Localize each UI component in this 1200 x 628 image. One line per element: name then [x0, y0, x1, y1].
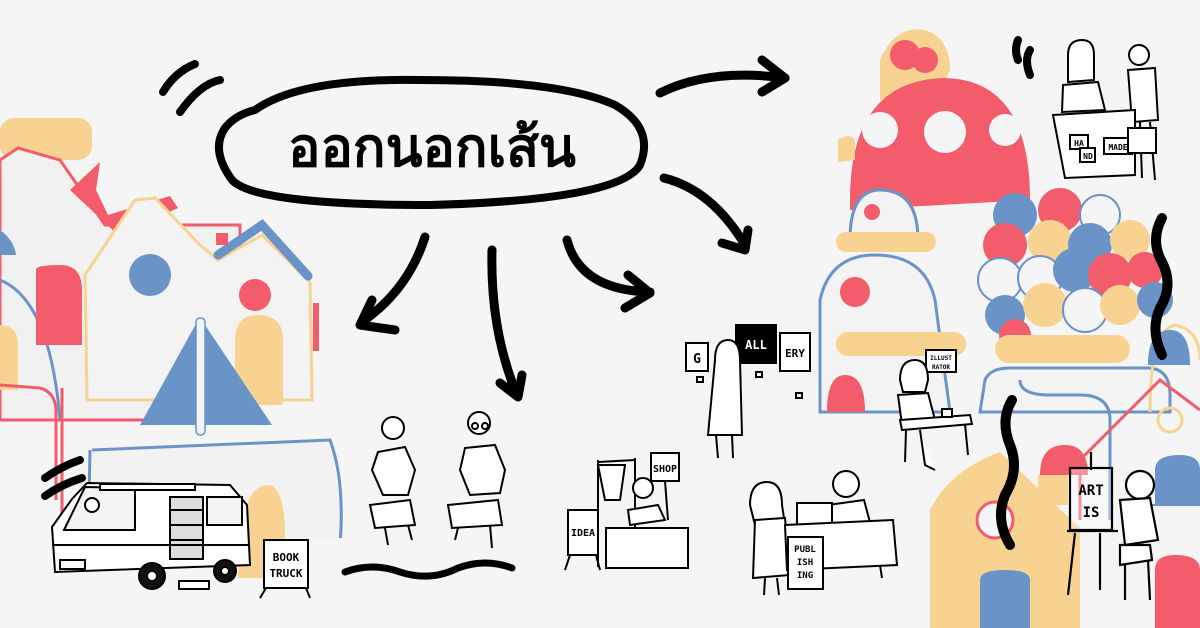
arrow-down	[487, 245, 522, 400]
shop-sign: SHOP	[653, 464, 677, 475]
squiggle-lines	[996, 213, 1173, 550]
arrow-down-left	[357, 232, 430, 327]
book-truck-sign-line2: TRUCK	[269, 567, 302, 580]
artist-scene	[1066, 452, 1160, 601]
handmade-tag-ha: HA	[1074, 139, 1084, 148]
gallery-frame-g: G	[693, 352, 701, 367]
gallery-frame-all: ALL	[745, 338, 767, 352]
idea-board: IDEA	[571, 528, 595, 539]
balloon-cluster	[977, 188, 1173, 351]
wave-underline	[341, 559, 516, 580]
illustrator-scene	[896, 349, 974, 471]
illustrator-sign-line1: ILLUST	[930, 355, 952, 362]
arrow-right-upper	[655, 70, 790, 98]
headline-title: ออกนอกเส้น	[288, 116, 576, 179]
speech-bubble	[214, 75, 648, 209]
publishing-sign-line1: PUBL	[794, 545, 816, 555]
book-truck-sign-line1: BOOK	[273, 551, 300, 564]
publishing-scene	[748, 470, 899, 596]
arrows	[355, 55, 790, 402]
artist-canvas-line1: ART	[1078, 483, 1103, 499]
handmade-scene	[1051, 38, 1160, 181]
publishing-sign-line3: ING	[797, 571, 813, 581]
arrow-down-right	[659, 173, 750, 250]
handmade-tag-nd: ND	[1083, 152, 1093, 161]
publishing-sign-line2: ISH	[797, 558, 813, 568]
left-town	[0, 118, 343, 547]
talk-scene	[368, 411, 507, 549]
handmade-tag-made: MADE	[1108, 143, 1127, 152]
motion-lines	[41, 36, 1034, 500]
book-truck-scene	[50, 481, 311, 599]
gallery-frame-ery: ERY	[785, 347, 805, 360]
illustrator-sign-line2: RATOR	[932, 364, 950, 371]
shop-scene	[564, 452, 689, 571]
arrow-down-curve-right	[562, 235, 655, 297]
gallery-scene	[685, 324, 811, 459]
right-town	[818, 29, 1200, 628]
artist-canvas-line2: IS	[1083, 505, 1100, 521]
